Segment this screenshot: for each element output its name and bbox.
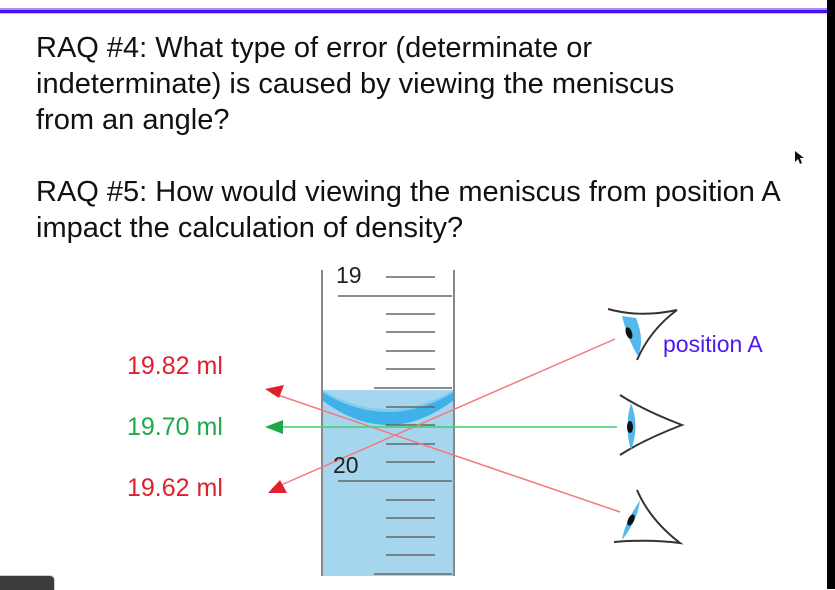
cylinder-mark-20: 20 <box>333 452 359 478</box>
question-raq5: RAQ #5: How would viewing the meniscus f… <box>36 176 780 244</box>
bottom-toolbar-tab[interactable] <box>0 575 55 590</box>
eye-icon-below <box>613 489 684 545</box>
reading-correct: 19.70 ml <box>127 413 223 441</box>
eye-icon-level <box>619 394 685 456</box>
reading-low: 19.62 ml <box>127 474 223 502</box>
position-a-label: position A <box>663 331 763 357</box>
window-edge <box>827 0 835 589</box>
top-accent-rule <box>0 8 827 15</box>
mouse-cursor-icon <box>795 151 804 164</box>
question-raq4: RAQ #4: What type of error (determinate … <box>36 32 675 136</box>
cylinder-mark-19: 19 <box>336 262 362 288</box>
reading-high: 19.82 ml <box>127 352 223 380</box>
